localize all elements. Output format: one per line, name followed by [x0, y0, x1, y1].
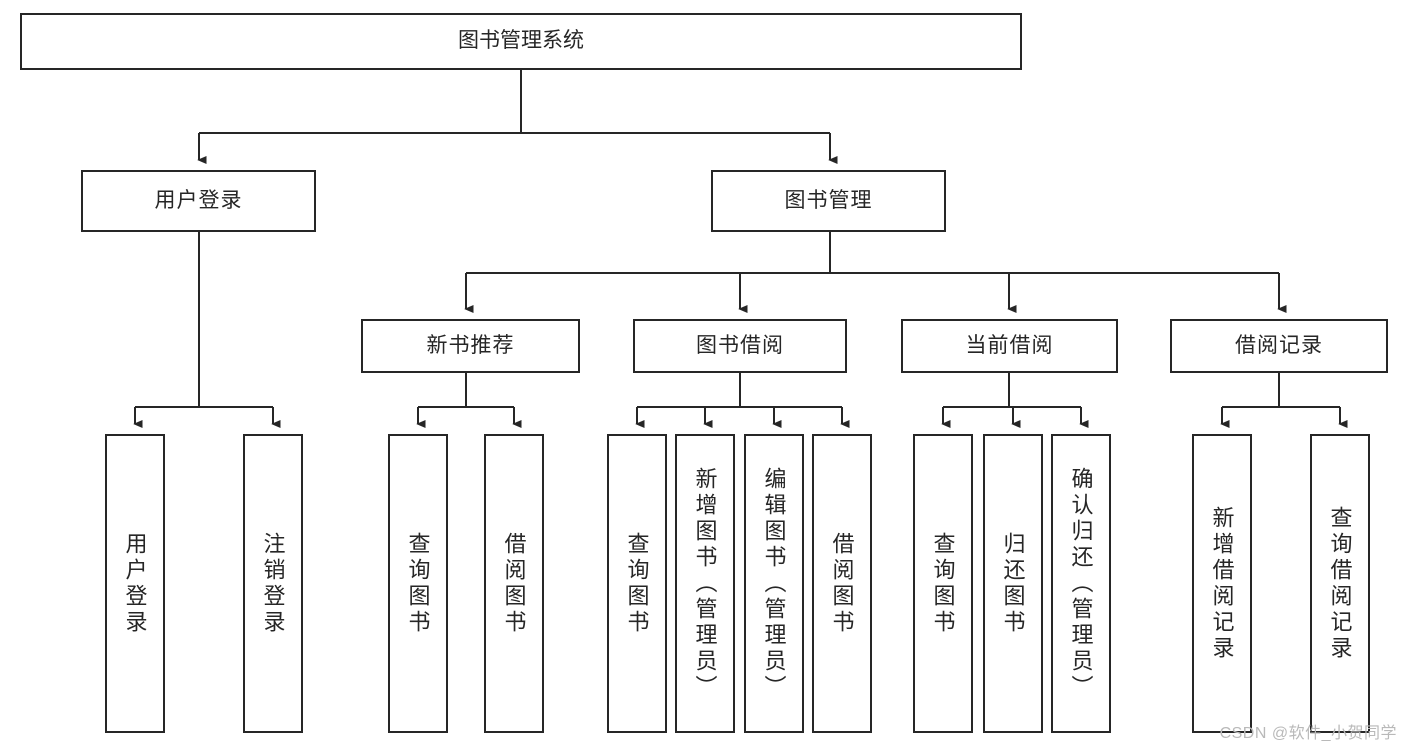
node-leaf-query-book-2-label: 查询图书	[624, 531, 650, 636]
node-leaf-user-login[interactable]: 用户登录	[105, 434, 165, 733]
node-user-login-label: 用户登录	[154, 188, 243, 212]
node-leaf-query-book-3-label: 查询图书	[930, 531, 956, 636]
node-leaf-borrow-book-2-label: 借阅图书	[829, 531, 855, 636]
node-leaf-add-book[interactable]: 新增图书（管理员）	[675, 434, 735, 733]
node-leaf-query-book-2[interactable]: 查询图书	[607, 434, 667, 733]
node-user-login[interactable]: 用户登录	[81, 170, 316, 232]
node-leaf-logout-label: 注销登录	[260, 531, 286, 636]
node-leaf-borrow-book-1[interactable]: 借阅图书	[484, 434, 544, 733]
node-leaf-query-record[interactable]: 查询借阅记录	[1310, 434, 1370, 733]
node-leaf-edit-book-label: 编辑图书（管理员）	[761, 466, 787, 701]
node-leaf-borrow-book-2[interactable]: 借阅图书	[812, 434, 872, 733]
node-leaf-borrow-book-1-label: 借阅图书	[501, 531, 527, 636]
node-leaf-confirm-return-label: 确认归还（管理员）	[1068, 466, 1094, 701]
node-leaf-logout[interactable]: 注销登录	[243, 434, 303, 733]
node-current-borrow[interactable]: 当前借阅	[901, 319, 1118, 373]
node-book-manage[interactable]: 图书管理	[711, 170, 946, 232]
node-leaf-add-book-label: 新增图书（管理员）	[692, 466, 718, 701]
node-leaf-return-book-label: 归还图书	[1000, 531, 1026, 636]
node-leaf-add-record-label: 新增借阅记录	[1209, 505, 1235, 662]
node-leaf-confirm-return[interactable]: 确认归还（管理员）	[1051, 434, 1111, 733]
watermark: CSDN @软件_小贺同学	[1219, 725, 1397, 742]
node-leaf-add-record[interactable]: 新增借阅记录	[1192, 434, 1252, 733]
node-root-label: 图书管理系统	[458, 29, 584, 53]
node-leaf-edit-book[interactable]: 编辑图书（管理员）	[744, 434, 804, 733]
node-leaf-return-book[interactable]: 归还图书	[983, 434, 1043, 733]
node-book-borrow-label: 图书借阅	[696, 333, 784, 357]
node-new-book-rec-label: 新书推荐	[426, 333, 515, 357]
node-leaf-user-login-label: 用户登录	[122, 531, 148, 636]
node-book-borrow[interactable]: 图书借阅	[633, 319, 847, 373]
node-book-manage-label: 图书管理	[784, 188, 873, 212]
node-leaf-query-record-label: 查询借阅记录	[1327, 505, 1353, 662]
node-new-book-rec[interactable]: 新书推荐	[361, 319, 580, 373]
node-borrow-record[interactable]: 借阅记录	[1170, 319, 1388, 373]
node-current-borrow-label: 当前借阅	[965, 333, 1054, 357]
node-leaf-query-book-1[interactable]: 查询图书	[388, 434, 448, 733]
node-root[interactable]: 图书管理系统	[20, 13, 1022, 70]
node-borrow-record-label: 借阅记录	[1235, 333, 1323, 357]
node-leaf-query-book-1-label: 查询图书	[405, 531, 431, 636]
node-leaf-query-book-3[interactable]: 查询图书	[913, 434, 973, 733]
